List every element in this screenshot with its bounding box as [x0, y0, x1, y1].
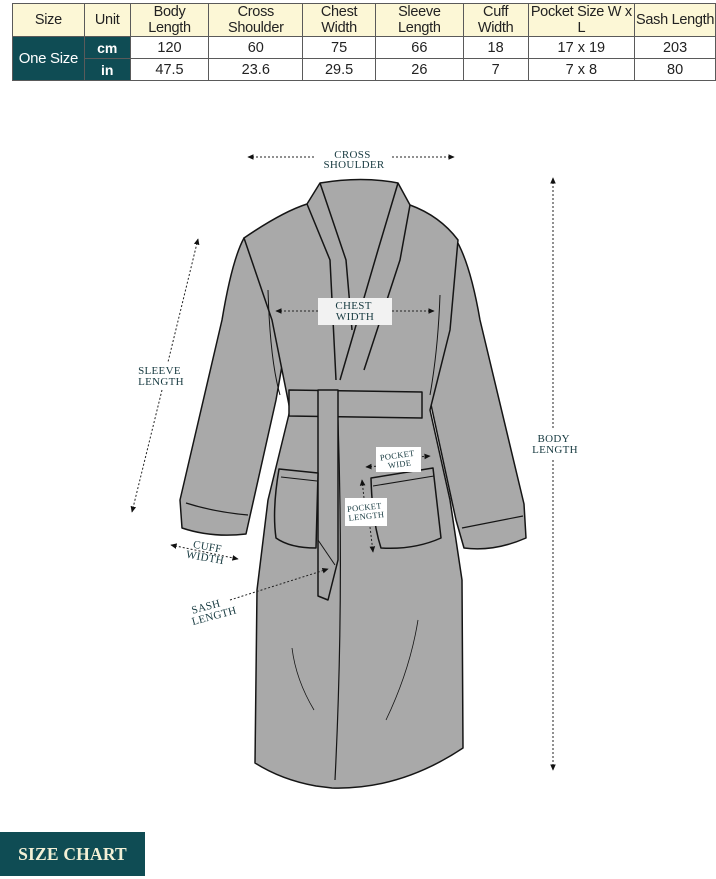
header-cuff-width: Cuff Width — [462, 3, 529, 37]
sash-length-cm: 203 — [634, 36, 716, 59]
pocket-length-arrow — [359, 479, 366, 499]
table-row: One Size cm 120 60 75 66 18 17 x 19 203 — [12, 36, 716, 81]
size-label: One Size — [12, 36, 85, 81]
sleeve-length-arrow — [167, 238, 200, 363]
chest-width-cm: 75 — [302, 36, 376, 59]
table-header-row: Size Unit Body Length Cross Shoulder Che… — [12, 3, 716, 37]
sleeve-length-label: SLEEVE LENGTH — [138, 365, 184, 388]
header-cross-shoulder: Cross Shoulder — [208, 3, 304, 37]
cross-shoulder-cm: 60 — [208, 36, 304, 59]
robe-illustration — [179, 178, 527, 789]
header-body-length: Body Length — [129, 3, 210, 37]
cuff-width-in: 7 — [462, 58, 529, 81]
body-length-cm: 120 — [129, 36, 210, 59]
header-chest-width: Chest Width — [302, 3, 376, 37]
header-size: Size — [12, 3, 85, 37]
size-chart-badge: SIZE CHART — [0, 832, 145, 876]
unit-cell: in — [83, 58, 131, 81]
sash-length-label: SASH LENGTH — [188, 594, 238, 628]
cross-shoulder-label: CROSS SHOULDER — [323, 149, 384, 171]
sash-length-in: 80 — [634, 58, 716, 81]
body-length-in: 47.5 — [129, 58, 210, 81]
sash-length-arrow — [229, 568, 329, 601]
robe-diagram: CROSS SHOULDER CHEST WIDTH SLEEVE LENGTH… — [130, 149, 578, 789]
header-sleeve-length: Sleeve Length — [374, 3, 464, 37]
pocket-size-cm: 17 x 19 — [527, 36, 636, 59]
body-length-label: BODY LENGTH — [532, 433, 578, 456]
cuff-width-cm: 18 — [462, 36, 529, 59]
cuff-width-arrow — [170, 543, 239, 561]
header-sash-length: Sash Length — [634, 3, 716, 37]
pocket-wide-label: POCKET WIDE — [379, 448, 418, 472]
chest-width-label: CHEST WIDTH — [335, 300, 374, 323]
measurement-labels: CROSS SHOULDER CHEST WIDTH SLEEVE LENGTH… — [138, 149, 578, 628]
unit-cell: cm — [83, 36, 131, 59]
header-pocket-size: Pocket Size W x L — [527, 3, 636, 37]
table-row: in 47.5 23.6 29.5 26 7 7 x 8 80 — [13, 58, 716, 81]
cuff-width-label: CUFF WIDTH — [185, 538, 227, 567]
pocket-size-in: 7 x 8 — [527, 58, 636, 81]
header-unit: Unit — [83, 3, 131, 37]
measurement-lines — [130, 154, 556, 771]
sleeve-length-in: 26 — [374, 58, 464, 81]
sleeve-length-cm: 66 — [374, 36, 464, 59]
cross-shoulder-in: 23.6 — [208, 58, 304, 81]
size-table: Size Unit Body Length Cross Shoulder Che… — [12, 3, 716, 81]
pocket-length-label: POCKET LENGTH — [346, 500, 385, 523]
chest-width-in: 29.5 — [302, 58, 376, 81]
